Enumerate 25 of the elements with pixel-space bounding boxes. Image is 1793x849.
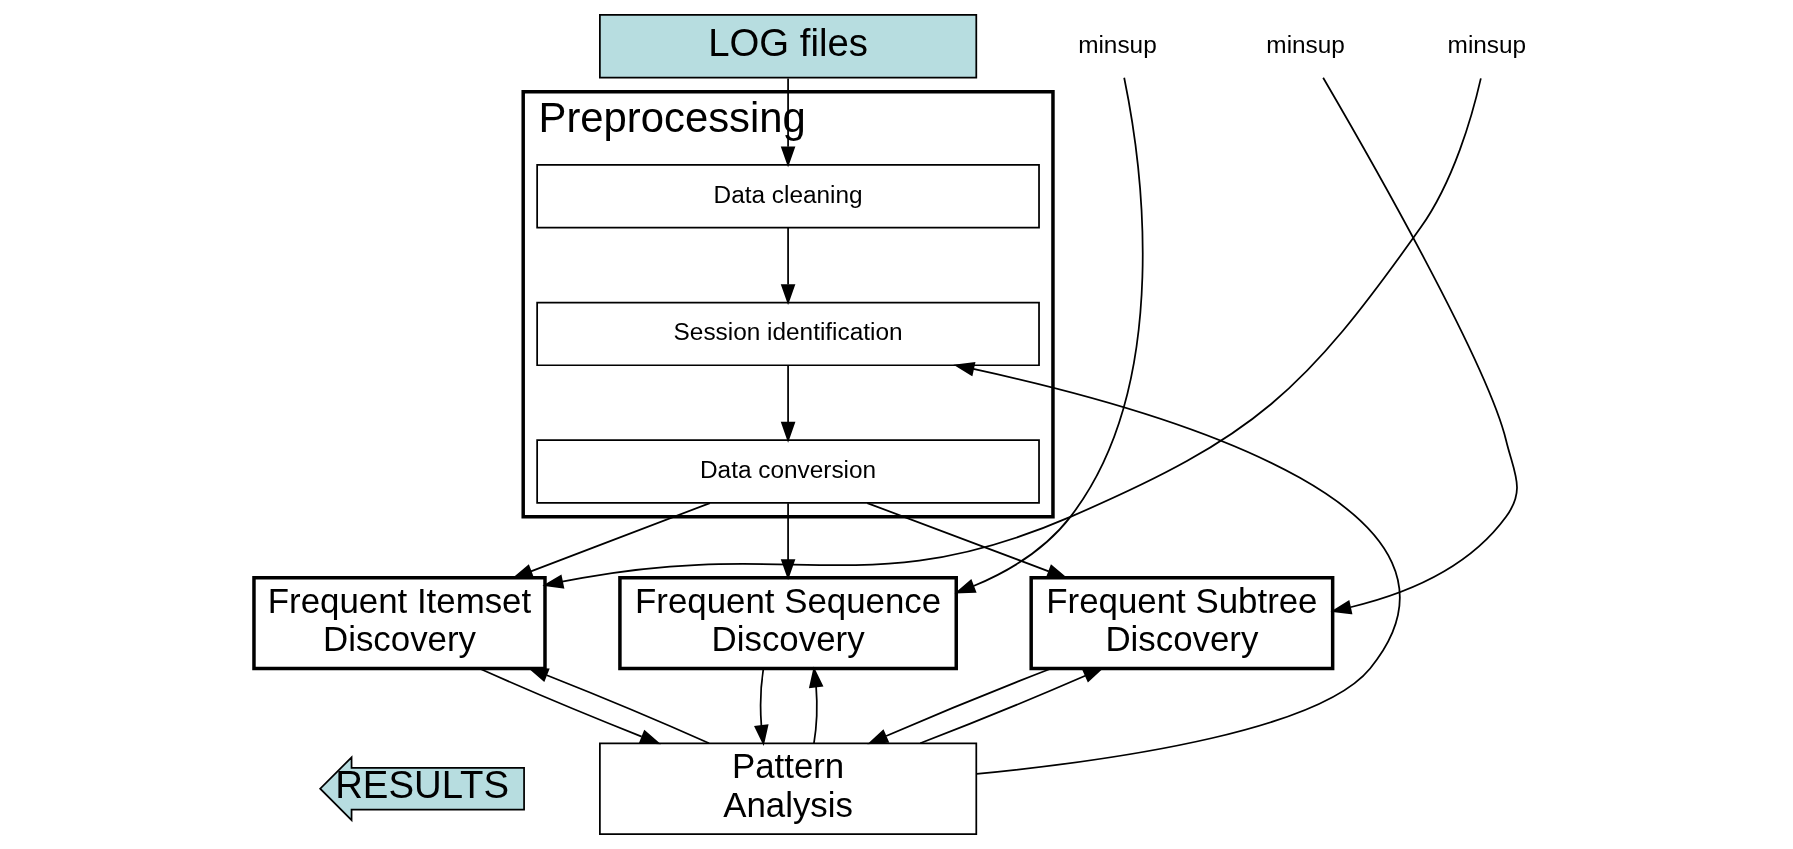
node-box: Data cleaning <box>535 164 1040 229</box>
node-text: minsup <box>1265 30 1345 58</box>
arrow <box>952 361 1401 775</box>
arrow <box>753 668 769 746</box>
arrow <box>780 226 795 306</box>
arrow <box>866 667 1052 745</box>
node-text: minsup <box>1447 30 1526 58</box>
node-box: Session identification <box>535 301 1040 367</box>
arrow <box>478 667 661 745</box>
node-box: Frequent Subtree Discovery <box>1028 576 1334 671</box>
arrow <box>953 76 1143 594</box>
arrow <box>527 667 710 745</box>
arrow <box>865 502 1068 579</box>
arrow <box>918 667 1104 745</box>
arrow <box>780 502 795 581</box>
arrow <box>541 77 1482 589</box>
node-box: LOG files <box>598 14 977 79</box>
arrow <box>1321 76 1518 615</box>
node-box: Pattern Analysis <box>598 742 977 835</box>
arrow <box>808 666 823 745</box>
node-box: Data conversion <box>535 439 1040 504</box>
node-box: Frequent Sequence Discovery <box>617 576 958 671</box>
node-text: minsup <box>1077 30 1157 58</box>
arrow <box>780 364 795 443</box>
node-box: Frequent Itemset Discovery <box>251 576 547 671</box>
